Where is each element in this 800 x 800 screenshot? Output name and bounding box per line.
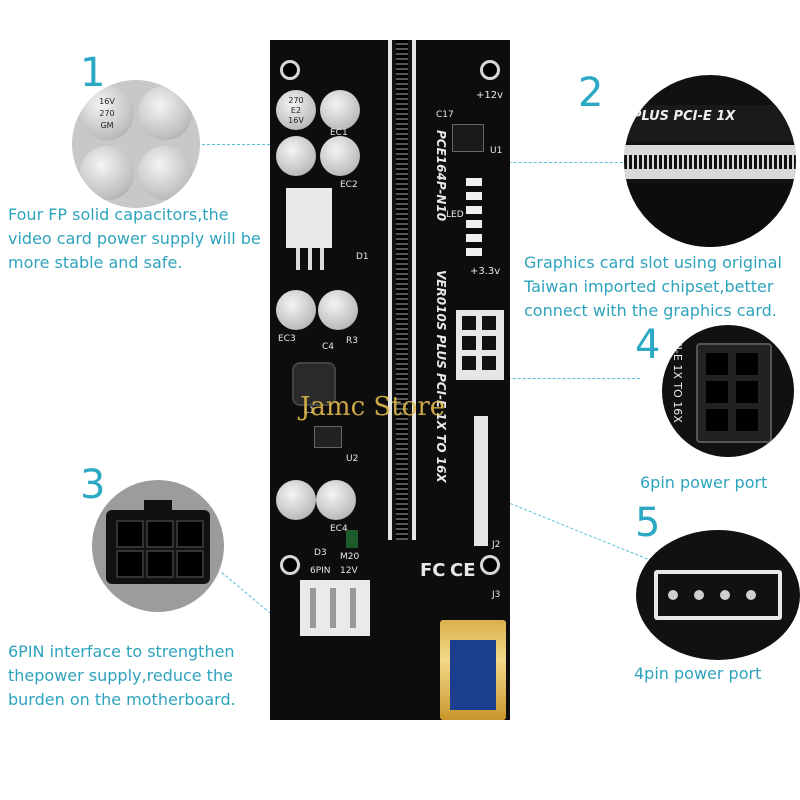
label-ec3: EC3 [278, 334, 296, 344]
callout-number-4: 4 [635, 322, 661, 368]
board-model: PCE164P-N10 [434, 130, 448, 222]
zoom-graphics-slot: PLUS PCI-E 1X [624, 75, 796, 247]
label-u1: U1 [490, 146, 503, 156]
usb-connector [440, 620, 506, 720]
mounting-hole [480, 60, 500, 80]
zoom-port-text: CI-E 1X TO 16X [671, 339, 684, 423]
label-l1: L1 [304, 406, 315, 416]
pcie-x16-slot [388, 40, 416, 540]
zoom-slot-text: PLUS PCI-E 1X [632, 109, 736, 124]
label-6pin: 6PIN [310, 566, 331, 576]
caption-graphics-slot: Graphics card slot using original Taiwan… [524, 253, 782, 320]
board-version: VER010S PLUS PCI-E 1X TO 16X [434, 270, 448, 483]
mounting-hole [280, 60, 300, 80]
callout-number-2: 2 [578, 70, 604, 116]
riser-board: 270 E2 16V EC1 EC2 D1 EC3 C4 R3 L1 U2 EC… [270, 40, 510, 720]
label-c17: D1 [356, 252, 369, 262]
caption-6pin-interface: 6PIN interface to strengthen thepower su… [8, 642, 236, 709]
board-6pin-port [456, 310, 504, 380]
capacitor [320, 90, 360, 130]
label-12v: 12V [340, 566, 358, 576]
callout-number-5: 5 [635, 500, 661, 546]
label-r3: R3 [346, 336, 358, 346]
zoom-capacitor-4 [138, 146, 192, 200]
zoom-6pin-port: CI-E 1X TO 16X [662, 325, 794, 457]
label-led: LED [446, 210, 464, 220]
label-ec2: EC2 [340, 180, 358, 190]
connector-line-1 [202, 144, 330, 145]
ce-mark: CE [450, 560, 476, 581]
label-u2: U2 [346, 454, 359, 464]
label-c4: C4 [322, 342, 335, 352]
connector-line-4 [478, 378, 640, 379]
voltage-regulator [286, 188, 332, 248]
zoom-6pin-interface [92, 480, 224, 612]
label-ec1: EC1 [330, 128, 348, 138]
mounting-hole [280, 555, 300, 575]
fuse [346, 530, 358, 548]
capacitor-label: 270 E2 16V [288, 96, 304, 125]
chip-u1 [452, 124, 484, 152]
connector-line-2 [478, 162, 628, 163]
capacitor: 270 E2 16V [276, 90, 316, 130]
capacitor [318, 290, 358, 330]
inductor [292, 362, 336, 406]
fcc-mark: FC [420, 560, 446, 581]
zoom-4pin-port [636, 530, 800, 660]
zoom-capacitor-2 [138, 86, 192, 140]
molex-4pin-connector [300, 580, 370, 636]
label-ec4: EC4 [330, 524, 348, 534]
capacitor [276, 480, 316, 520]
callout-number-3: 3 [80, 462, 106, 508]
label-d3: C17 [436, 110, 454, 120]
zoom-capacitor-3 [80, 146, 134, 200]
label-j3: J3 [492, 590, 501, 600]
label-d1: D3 [314, 548, 327, 558]
caption-capacitors: Four FP solid capacitors,the video card … [8, 205, 261, 272]
label-m20: M20 [340, 552, 360, 562]
caption-4pin-port: 4pin power port [634, 664, 762, 683]
zoom-capacitor-text: 16V 270 GM [99, 97, 115, 130]
capacitor [320, 136, 360, 176]
capacitor [276, 290, 316, 330]
label-12v-rail: +12v [476, 90, 504, 101]
mounting-hole [480, 555, 500, 575]
led-indicators [466, 178, 482, 262]
caption-6pin-port: 6pin power port [640, 473, 768, 492]
chip-u2 [314, 426, 342, 448]
zoom-capacitors: 16V 270 GM [72, 80, 200, 208]
zoom-capacitor-1: 16V 270 GM [80, 86, 134, 140]
board-4pin-port [474, 416, 488, 546]
capacitor [276, 136, 316, 176]
label-33v-rail: +3.3v [470, 266, 501, 277]
watermark: Jamc Store [300, 392, 446, 422]
capacitor [316, 480, 356, 520]
label-j2: J2 [492, 540, 501, 550]
